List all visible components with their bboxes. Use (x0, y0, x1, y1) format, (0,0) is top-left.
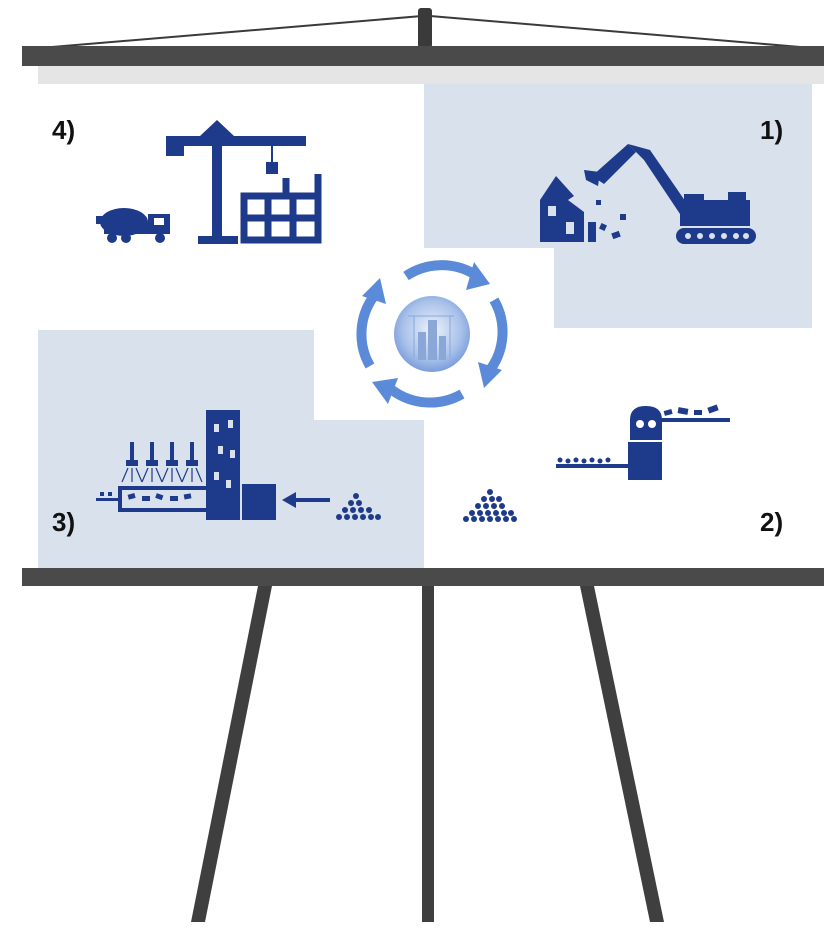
crusher-conveyor-icon (556, 404, 730, 480)
construction-crane-icon (96, 120, 322, 244)
panel-step-3 (38, 330, 314, 568)
hanging-wires (39, 8, 813, 49)
step-label-2: 2) (760, 507, 784, 537)
excavator-demolition-icon (540, 144, 756, 244)
aggregate-pile-icon (336, 493, 381, 520)
rubble-chunks (663, 404, 719, 416)
spray-nozzles (126, 442, 198, 466)
concrete-mixer-truck-icon (96, 208, 170, 243)
panel-step-1-lower (554, 248, 812, 328)
step-label-4: 4) (52, 115, 76, 145)
top-bar (22, 46, 824, 66)
recycling-plant-icon (96, 410, 381, 520)
gravel-pile-icon (463, 489, 517, 522)
bottom-bar (22, 568, 824, 586)
step-label-3: 3) (52, 507, 76, 537)
step-label-1: 1) (760, 115, 784, 145)
panel-step-3-lower (314, 420, 424, 568)
recycling-cycle-icon (356, 260, 508, 408)
easel-legs (191, 586, 664, 922)
